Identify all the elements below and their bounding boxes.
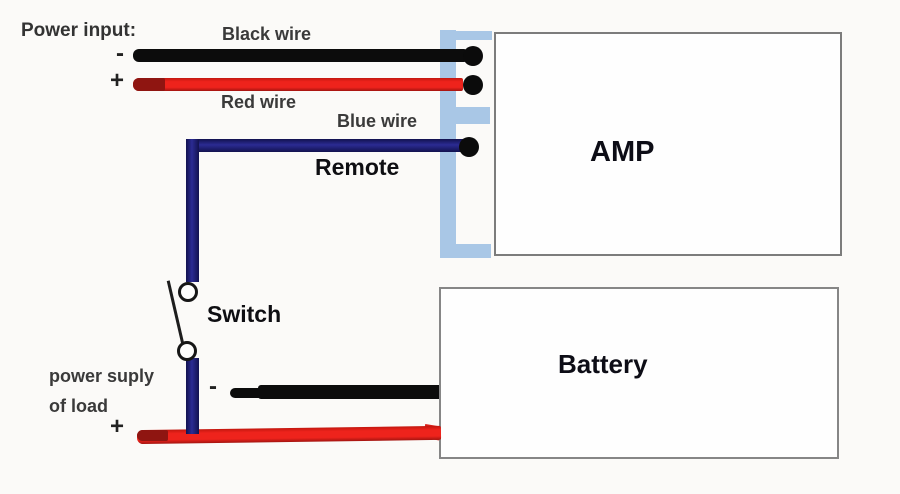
battery-box: Battery	[439, 287, 839, 459]
power-input-plus-sign: +	[110, 67, 125, 94]
power-input-label: Power input:	[21, 20, 137, 41]
red-wire-power-input	[133, 78, 463, 91]
amp-box-label: AMP	[590, 136, 655, 168]
amp-connector-tab-bottom	[440, 244, 491, 258]
black-wire-power-input	[133, 49, 467, 62]
battery-box-label: Battery	[558, 349, 648, 379]
power-supply-label-line2: of load	[49, 396, 108, 416]
red-wire-battery-positive-cap	[137, 430, 168, 441]
blue-wire-switch-to-load	[186, 358, 199, 434]
red-wire-power-input-cap	[133, 78, 165, 91]
switch-contact-bottom	[177, 341, 197, 361]
blue-wire-label: Blue wire	[337, 111, 418, 131]
black-wire-battery-negative-cap	[230, 388, 264, 398]
remote-label: Remote	[315, 154, 400, 180]
amp-connector-tab-middle	[440, 107, 490, 124]
amp-connector-tab-top	[440, 31, 492, 40]
black-wire-battery-negative	[258, 385, 439, 399]
blue-wire-remote-horizontal	[186, 139, 464, 152]
red-wire-battery-positive	[136, 425, 442, 445]
red-wire-label: Red wire	[221, 92, 297, 112]
black-wire-label: Black wire	[222, 24, 312, 44]
battery-negative-sign: -	[209, 373, 217, 400]
terminal-dot-blue	[459, 137, 479, 157]
power-supply-label-line1: power suply	[49, 366, 155, 386]
switch-label: Switch	[207, 301, 282, 327]
terminal-dot-black	[463, 46, 483, 66]
switch-contact-top	[178, 282, 198, 302]
terminal-dot-red	[463, 75, 483, 95]
battery-positive-sign: +	[110, 413, 125, 440]
amp-box: AMP	[494, 32, 842, 256]
power-input-minus-sign: -	[116, 40, 124, 67]
blue-wire-remote-vertical	[186, 139, 199, 282]
